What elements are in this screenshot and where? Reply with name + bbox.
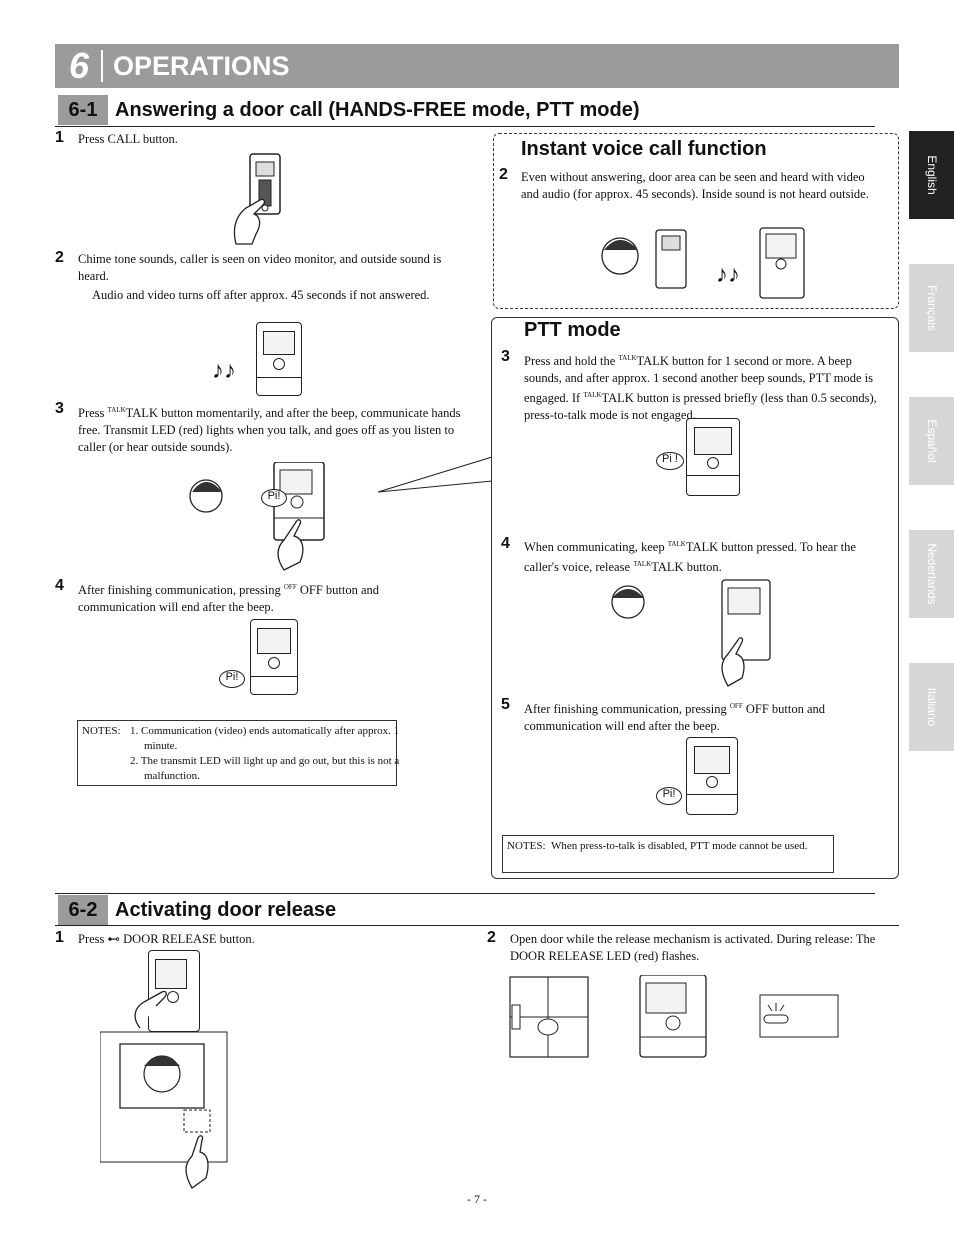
section-title: Activating door release xyxy=(115,899,337,921)
note-item: 2. The transmit LED will light up and go… xyxy=(130,755,400,782)
tab-label: Français xyxy=(924,284,939,332)
tab-italiano[interactable]: Italiano xyxy=(909,663,954,751)
chapter-title: OPERATIONS xyxy=(113,51,290,81)
step-text: Press and hold the TALKTALK button for 1… xyxy=(524,354,877,423)
monitor-illustration xyxy=(256,322,302,396)
chapter-divider xyxy=(101,50,103,82)
step-number: 2 xyxy=(499,166,508,183)
talk-icon: TALK xyxy=(583,391,602,400)
step-text: Press CALL button. xyxy=(78,132,178,146)
off-icon: OFF xyxy=(283,583,297,591)
chapter-header-bar xyxy=(55,44,899,88)
section-rule xyxy=(55,126,875,127)
tab-english[interactable]: English xyxy=(909,131,954,219)
talk-icon: TALK xyxy=(667,540,686,548)
step-text: Press TALKTALK button momentarily, and a… xyxy=(78,406,461,455)
step-text: Open door while the release mechanism is… xyxy=(510,932,876,963)
step-text: When communicating, keep TALKTALK button… xyxy=(524,540,856,575)
chapter-number: 6 xyxy=(68,45,90,86)
music-note-icon: ♪♪ xyxy=(716,262,740,288)
instant-voice-call-box xyxy=(493,133,899,309)
step-number: 2 xyxy=(487,929,496,946)
step-number: 3 xyxy=(55,400,64,417)
beep-indicator: Pi ! xyxy=(656,452,684,470)
page-number: - 7 - xyxy=(467,1192,487,1206)
step-text: After finishing communication, pressing … xyxy=(524,702,826,734)
note-item: 1. Communication (video) ends automatica… xyxy=(130,725,400,752)
section-rule xyxy=(55,925,899,926)
tab-label: Español xyxy=(924,419,939,463)
section-title: Answering a door call (HANDS-FREE mode, … xyxy=(115,99,640,121)
step-number: 4 xyxy=(55,577,64,594)
step-text: Even without answering, door area can be… xyxy=(521,170,869,201)
music-note-icon: ♪♪ xyxy=(212,358,236,384)
beep-indicator: Pi! xyxy=(261,489,287,507)
section-rule xyxy=(55,893,875,894)
step-number: 4 xyxy=(501,535,510,552)
beep-indicator: Pi! xyxy=(219,670,245,688)
talk-icon: TALK xyxy=(633,560,652,569)
tab-francais[interactable]: Français xyxy=(909,264,954,352)
monitor-illustration xyxy=(686,737,738,815)
tab-nederlands[interactable]: Nederlands xyxy=(909,530,954,618)
step-number: 2 xyxy=(55,249,64,266)
step-text: Press ⊷ DOOR RELEASE button. xyxy=(78,932,255,946)
tab-label: Italiano xyxy=(924,687,939,727)
tab-label: Nederlands xyxy=(924,543,939,605)
instant-call-illustration xyxy=(601,227,805,299)
step-number: 1 xyxy=(55,929,64,946)
step-text: Chime tone sounds, caller is seen on vid… xyxy=(78,252,442,283)
ptt-talk-illustration xyxy=(611,579,771,687)
notes-label: NOTES: xyxy=(82,725,121,737)
section-number: 6-2 xyxy=(58,895,108,925)
key-icon: ⊷ xyxy=(107,932,121,946)
step-number: 5 xyxy=(501,696,510,713)
monitor-illustration xyxy=(250,619,298,695)
notes-label: NOTES: xyxy=(507,840,546,852)
talk-icon: TALK xyxy=(107,406,126,414)
beep-indicator: Pi! xyxy=(656,787,682,805)
tab-label: English xyxy=(924,155,939,195)
notes-box: NOTES: When press-to-talk is disabled, P… xyxy=(502,835,834,873)
step-number: 1 xyxy=(55,129,64,146)
step-text: After finishing communication, pressing … xyxy=(78,583,380,615)
step-number: 3 xyxy=(501,348,510,365)
step-subtext: Audio and video turns off after approx. … xyxy=(92,288,430,302)
instant-title: Instant voice call function xyxy=(521,138,767,160)
ptt-mode-box xyxy=(491,317,899,879)
tab-espanol[interactable]: Español xyxy=(909,397,954,485)
callout-lines xyxy=(378,456,493,493)
talk-illustration xyxy=(189,462,325,571)
door-open-illustration xyxy=(509,975,839,1058)
talk-icon: TALK xyxy=(618,354,637,362)
note-item: When press-to-talk is disabled, PTT mode… xyxy=(551,840,808,852)
monitor-illustration xyxy=(686,418,740,496)
off-icon: OFF xyxy=(729,702,743,710)
monitor-illustration xyxy=(148,950,200,1032)
ptt-title: PTT mode xyxy=(524,319,621,341)
section-number: 6-1 xyxy=(58,95,108,125)
door-station-illustration xyxy=(233,153,281,245)
notes-box: NOTES: 1. Communication (video) ends aut… xyxy=(77,720,399,786)
door-release-illustration xyxy=(100,990,228,1189)
